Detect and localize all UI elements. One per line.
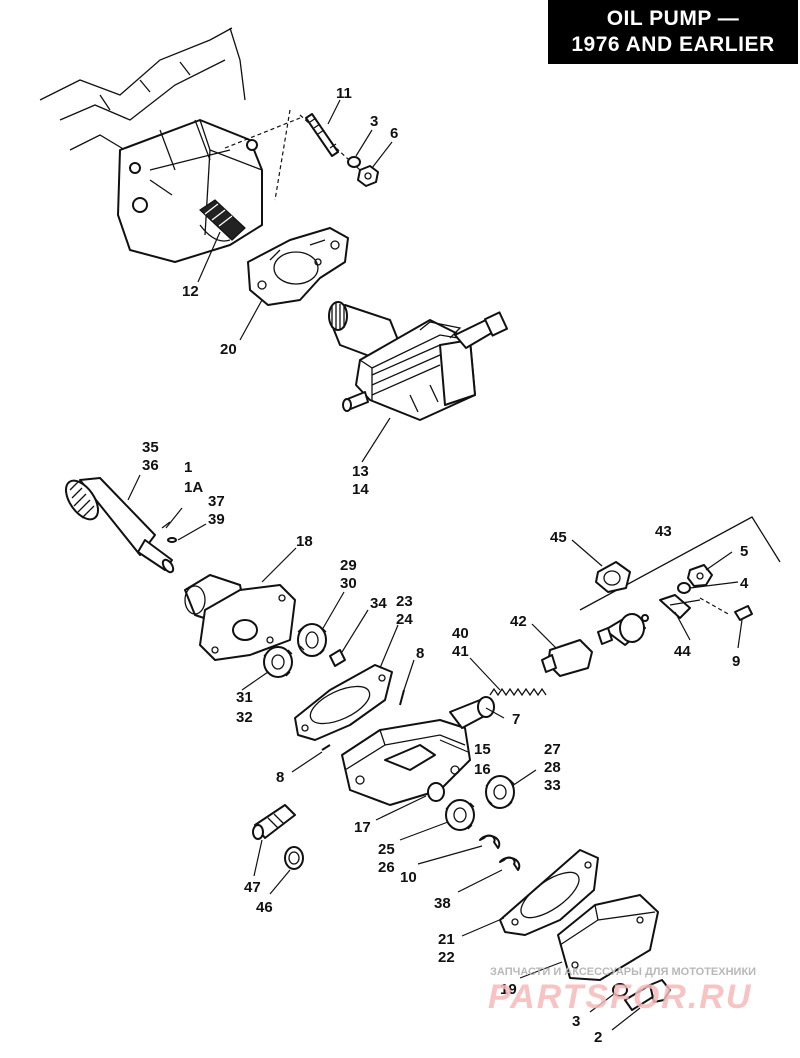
callout-36: 36 <box>142 457 159 474</box>
gasket-21 <box>499 849 599 936</box>
fitting-42 <box>541 639 593 677</box>
callout-9: 9 <box>732 653 740 670</box>
callout-26: 26 <box>378 859 395 876</box>
callout-25: 25 <box>378 841 395 858</box>
callout-19: 19 <box>500 981 517 998</box>
callout-34: 34 <box>370 595 387 612</box>
dowel-pin-8-upper <box>399 689 405 706</box>
washer-4 <box>677 582 691 594</box>
callout-2: 2 <box>594 1029 602 1046</box>
callout-24: 24 <box>396 611 413 628</box>
callout-23: 23 <box>396 593 413 610</box>
callout-11: 11 <box>336 85 352 102</box>
gear-31 <box>263 646 293 678</box>
callout-10: 10 <box>400 869 417 886</box>
terminal-dashes <box>699 597 731 616</box>
connector-9 <box>734 605 753 621</box>
callout-38: 38 <box>434 895 451 912</box>
watermark-line-2: PARTSFOR.RU <box>488 978 752 1016</box>
oil-screen-12 <box>199 199 246 241</box>
fitting-45 <box>595 561 631 593</box>
callout-41: 41 <box>452 643 469 660</box>
callout-18: 18 <box>296 533 313 550</box>
drive-gear-shaft-35 <box>65 477 175 574</box>
callout-4: 4 <box>740 575 749 592</box>
callout-31: 31 <box>236 689 253 706</box>
callout-3-top: 3 <box>370 113 378 130</box>
callout-33: 33 <box>544 777 561 794</box>
callout-27: 27 <box>544 741 561 758</box>
plug-47 <box>252 804 296 840</box>
pin-37 <box>167 537 177 543</box>
leader-lines <box>127 99 743 1031</box>
terminal-44 <box>659 594 701 619</box>
callout-44: 44 <box>674 643 691 660</box>
callout-35: 35 <box>142 439 159 456</box>
callout-5: 5 <box>740 543 748 560</box>
screw-2 <box>624 979 671 1011</box>
gasket-20 <box>247 227 349 306</box>
callout-13: 13 <box>352 463 369 480</box>
alignment-dashes <box>224 109 361 201</box>
pump-cover-18 <box>184 574 296 661</box>
oil-pressure-switch-43 <box>579 516 781 646</box>
callout-labels: 11 3 6 12 20 13 14 35 36 1 1A 37 39 18 2… <box>142 85 749 1046</box>
callout-37: 37 <box>208 493 225 510</box>
callout-28: 28 <box>544 759 561 776</box>
watermark-line-1: ЗАПЧАСТИ И АКСЕССУАРЫ ДЛЯ МОТОТЕХНИКИ <box>490 966 756 978</box>
gear-27 <box>485 775 515 809</box>
callout-17: 17 <box>354 819 371 836</box>
callout-21: 21 <box>438 931 455 948</box>
callout-39: 39 <box>208 511 225 528</box>
watermark: ЗАПЧАСТИ И АКСЕССУАРЫ ДЛЯ МОТОТЕХНИКИ PA… <box>488 966 756 1016</box>
spring-40 <box>489 687 547 697</box>
nut-5 <box>687 564 713 587</box>
callout-1: 1 <box>184 459 192 476</box>
callout-6: 6 <box>390 125 398 142</box>
dowel-pin-8-lower <box>321 744 331 751</box>
title-line-2: 1976 AND EARLIER <box>571 33 775 56</box>
callout-14: 14 <box>352 481 369 498</box>
callout-1a: 1A <box>184 479 203 496</box>
callout-7: 7 <box>512 711 520 728</box>
lock-ring-38 <box>499 856 521 871</box>
spring-46 <box>284 846 304 870</box>
callout-8-upper: 8 <box>416 645 424 662</box>
gear-29 <box>297 623 327 657</box>
callout-3-bottom: 3 <box>572 1013 580 1030</box>
callout-43: 43 <box>655 523 672 540</box>
key-1 <box>161 521 171 529</box>
key-34 <box>329 649 346 667</box>
callout-45: 45 <box>550 529 567 546</box>
gear-25 <box>445 799 475 831</box>
callout-12: 12 <box>182 283 199 300</box>
end-cover-19 <box>557 894 659 981</box>
washer-3-bottom <box>612 983 628 997</box>
callout-40: 40 <box>452 625 469 642</box>
ring-10 <box>479 834 501 849</box>
callout-15: 15 <box>474 741 491 758</box>
callout-46: 46 <box>256 899 273 916</box>
callout-42: 42 <box>510 613 527 630</box>
title-box: OIL PUMP — 1976 AND EARLIER <box>548 0 798 64</box>
callout-30: 30 <box>340 575 357 592</box>
washer-3-top <box>347 156 361 168</box>
bushing-17 <box>427 782 445 802</box>
callout-47: 47 <box>244 879 261 896</box>
stud-11 <box>305 113 339 157</box>
callout-8-lower: 8 <box>276 769 284 786</box>
gasket-23 <box>294 664 393 741</box>
callout-20: 20 <box>220 341 237 358</box>
callout-29: 29 <box>340 557 357 574</box>
nut-6 <box>357 165 379 187</box>
callout-32: 32 <box>236 709 253 726</box>
callout-22: 22 <box>438 949 455 966</box>
title-line-1: OIL PUMP — <box>606 7 740 30</box>
callout-16: 16 <box>474 761 491 778</box>
oil-pump-assembly-13 <box>328 301 509 421</box>
